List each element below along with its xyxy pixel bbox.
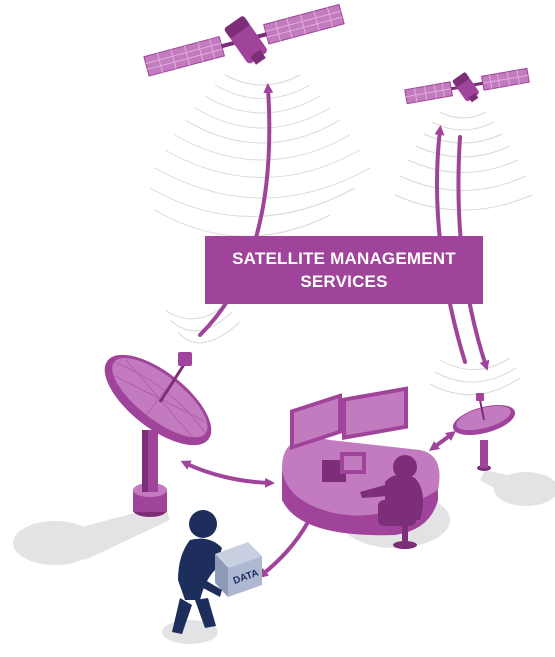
satellite-icon	[143, 3, 345, 77]
satellite-dish-icon	[452, 393, 516, 471]
banner-line-2: SERVICES	[300, 272, 388, 291]
arrow-desk-right-dish	[428, 431, 457, 451]
signal-wave-icon	[394, 111, 533, 396]
arrow-dish-to-satellite	[198, 83, 274, 337]
signal-wave-icon	[149, 74, 371, 344]
monitor-left	[290, 393, 342, 450]
shadow-right-beam	[480, 470, 520, 500]
arrow-desk-to-data	[258, 520, 310, 579]
arrow-dish-desk	[180, 460, 275, 488]
monitor-right	[342, 386, 408, 440]
courier-person-icon: DATA	[172, 510, 262, 634]
shadow-left-beam	[70, 505, 170, 560]
data-box-icon: DATA	[215, 542, 262, 597]
satellite-dish-icon	[104, 352, 212, 517]
operator-icon	[360, 455, 424, 549]
title-banner: SATELLITE MANAGEMENT SERVICES	[205, 236, 483, 304]
banner-line-1: SATELLITE MANAGEMENT	[232, 249, 456, 268]
satellite-icon	[404, 67, 530, 105]
